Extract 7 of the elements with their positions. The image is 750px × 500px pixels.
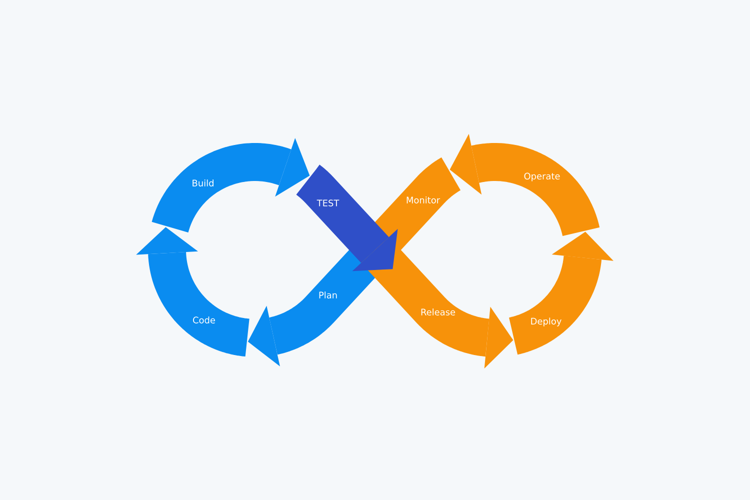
node-label: Deploy (531, 318, 562, 326)
node-label: Release (421, 308, 456, 316)
node-label: Operate (524, 172, 560, 182)
node-label: Plan (319, 292, 337, 298)
node-label: Build (192, 180, 214, 186)
node-label: Code (193, 316, 216, 324)
node-label: TEST (316, 200, 340, 206)
